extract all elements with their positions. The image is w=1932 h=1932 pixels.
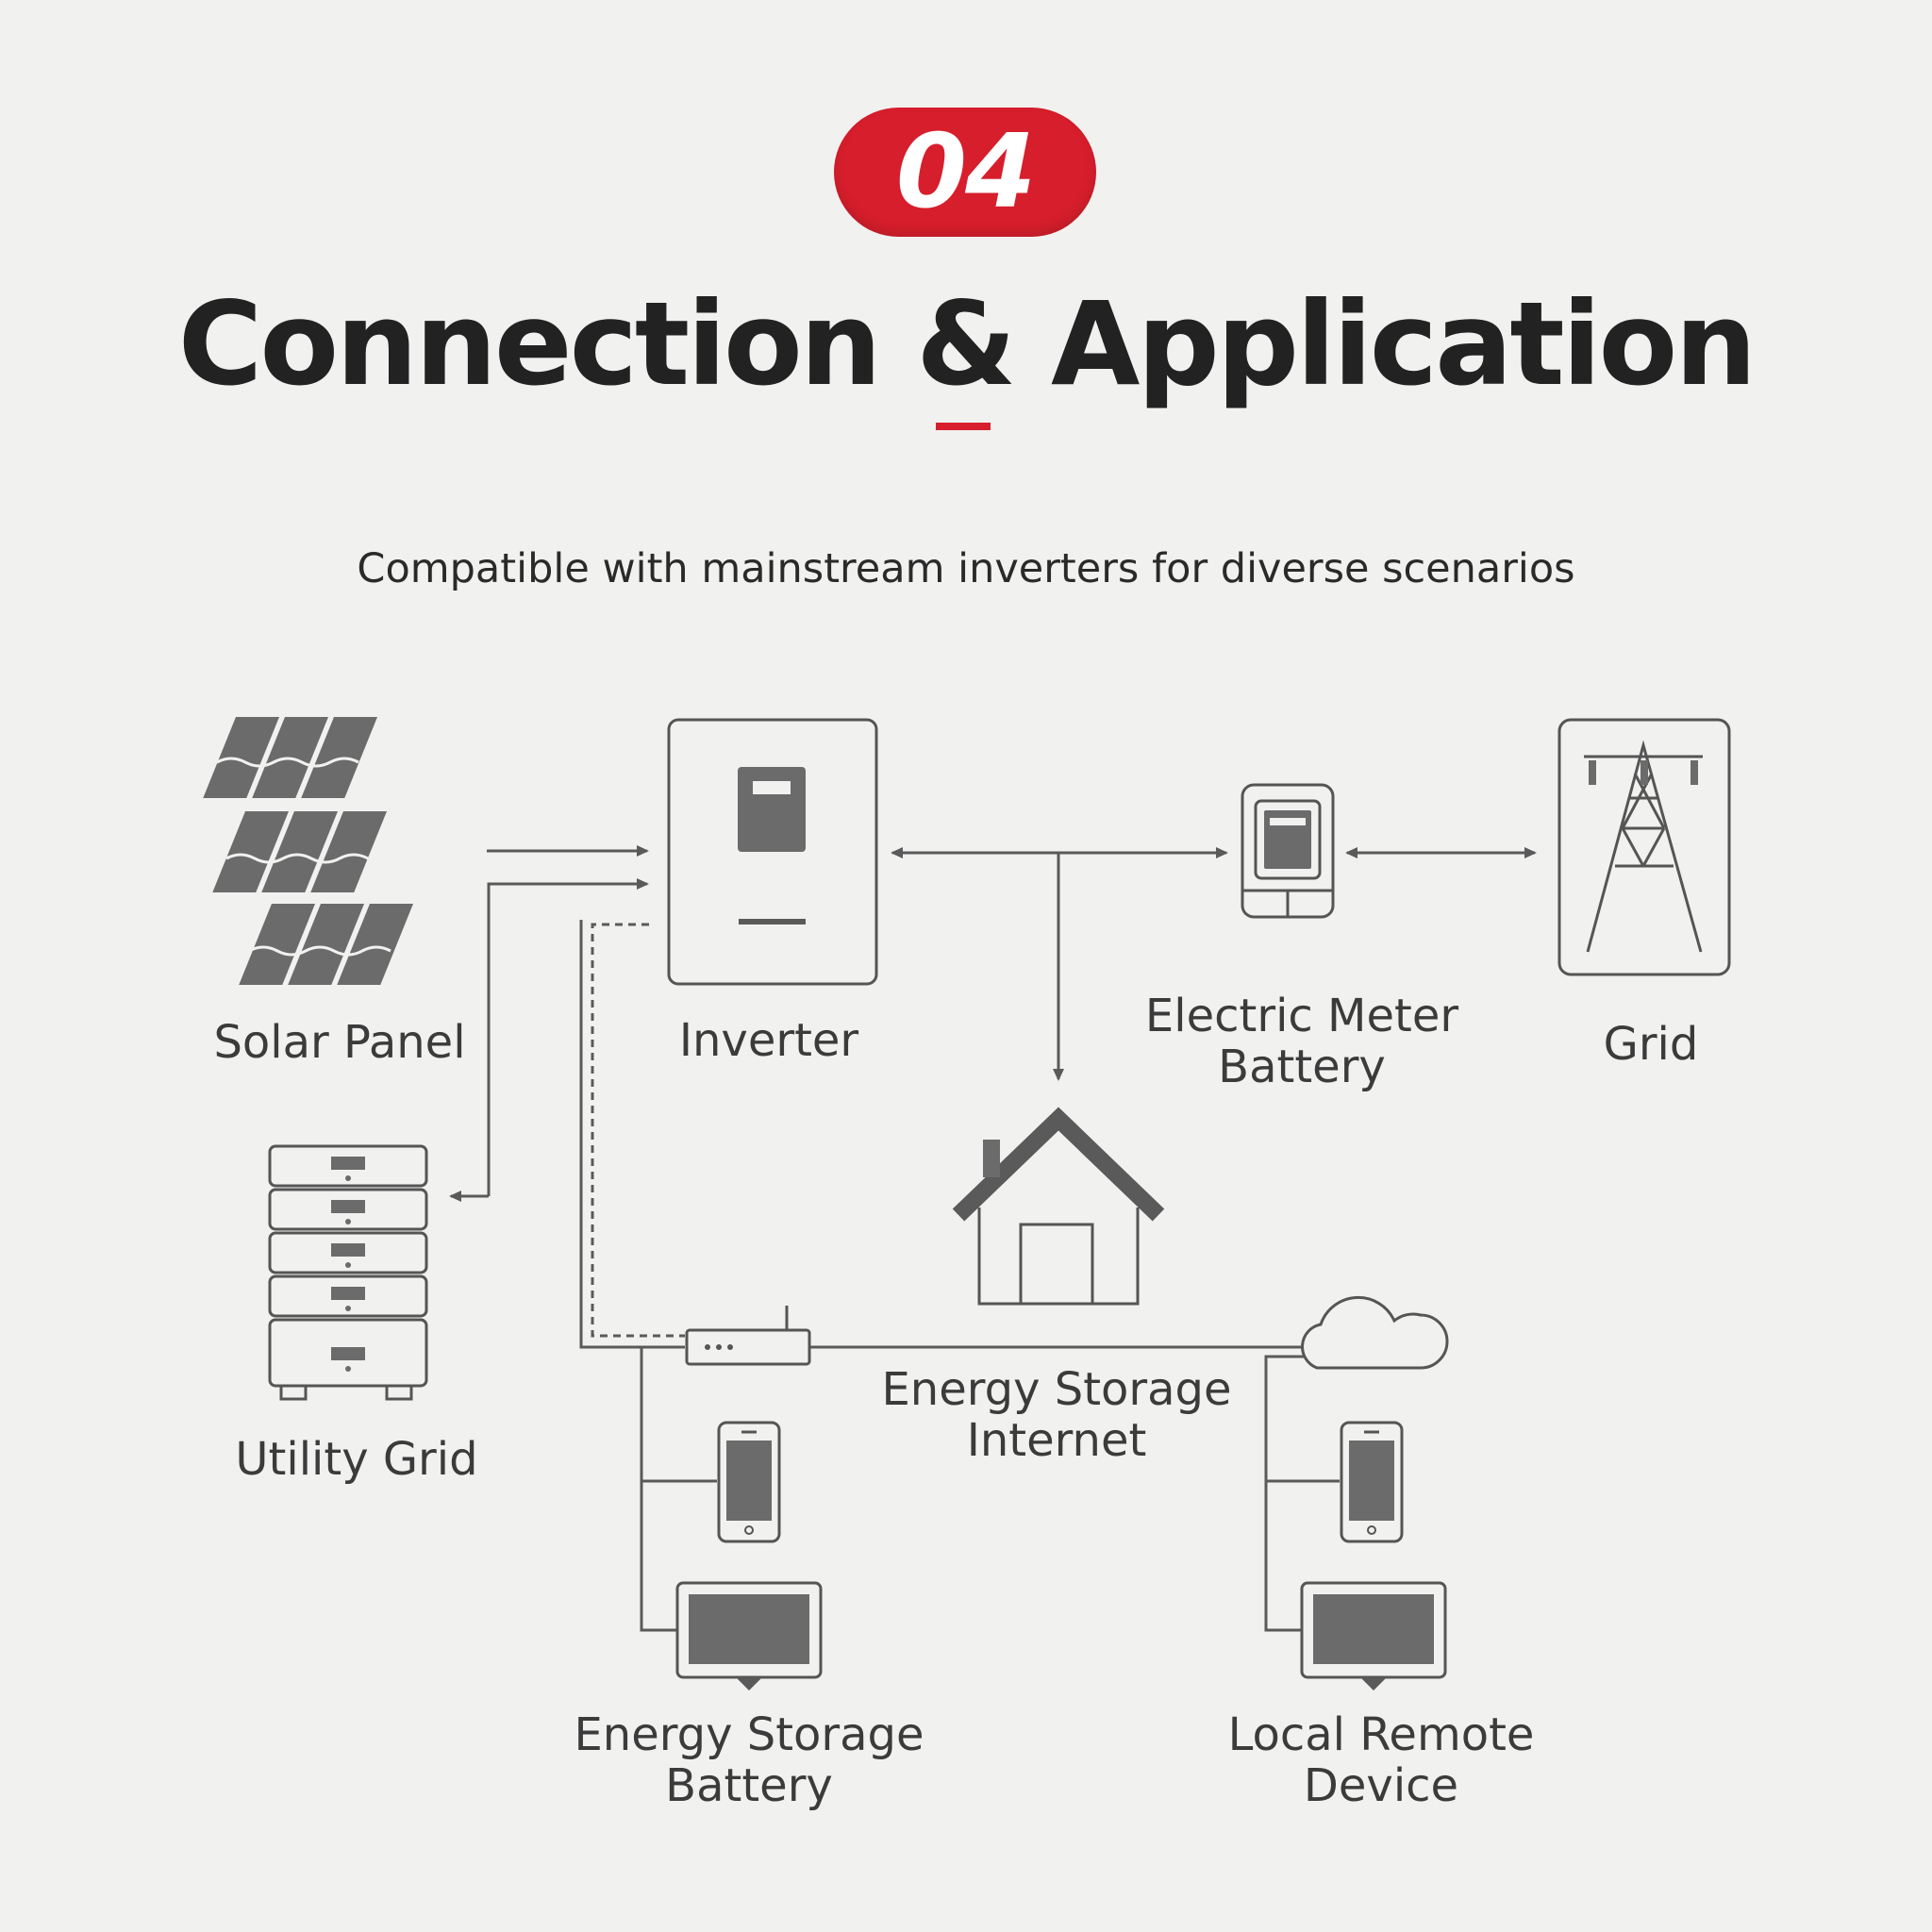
- solar-to-inverter-arrow-2: [487, 878, 649, 1196]
- power-tower-icon: [1557, 718, 1731, 976]
- smartphone-icon: [717, 1421, 781, 1543]
- inverter-label: Inverter: [678, 1014, 859, 1067]
- electric-meter-label-line2: Battery: [1218, 1041, 1386, 1093]
- router-icon: [685, 1306, 811, 1366]
- inverter-icon: [667, 718, 878, 986]
- right-device-bus: [1264, 1355, 1304, 1632]
- monitor-icon: [1300, 1581, 1447, 1690]
- storage-battery-label-line2: Battery: [665, 1759, 833, 1812]
- solar-panel-icon: [203, 717, 413, 985]
- house-icon: [952, 1107, 1165, 1306]
- storage-battery-label-line1: Energy Storage: [574, 1708, 924, 1761]
- grid-label: Grid: [1603, 1018, 1699, 1071]
- page-subtitle: Compatible with mainstream inverters for…: [357, 545, 1575, 592]
- local-remote-label-line1: Local Remote: [1227, 1708, 1535, 1761]
- electric-meter-icon: [1241, 783, 1335, 919]
- cloud-icon: [1301, 1295, 1449, 1370]
- monitor-icon: [675, 1581, 823, 1690]
- utility-grid-label: Utility Grid: [235, 1433, 478, 1486]
- solar-panel-label: Solar Panel: [213, 1016, 466, 1069]
- section-number: 04: [895, 112, 1036, 231]
- battery-stack-icon: [268, 1144, 428, 1401]
- smartphone-icon: [1340, 1421, 1404, 1543]
- title-underline: [936, 423, 991, 430]
- router-label-line1: Energy Storage: [881, 1363, 1232, 1416]
- inverter-router-dashed-line: [591, 923, 685, 1338]
- left-device-bus: [640, 1347, 677, 1632]
- connection-lines: [449, 845, 1537, 1632]
- page-title: Connection & Application: [177, 277, 1757, 411]
- electric-meter-label-line1: Electric Meter: [1144, 990, 1459, 1042]
- local-remote-label-line2: Device: [1303, 1759, 1459, 1812]
- inverter-router-line: [579, 920, 685, 1349]
- router-label-line2: Internet: [966, 1414, 1147, 1467]
- section-number-badge: 04: [834, 108, 1096, 237]
